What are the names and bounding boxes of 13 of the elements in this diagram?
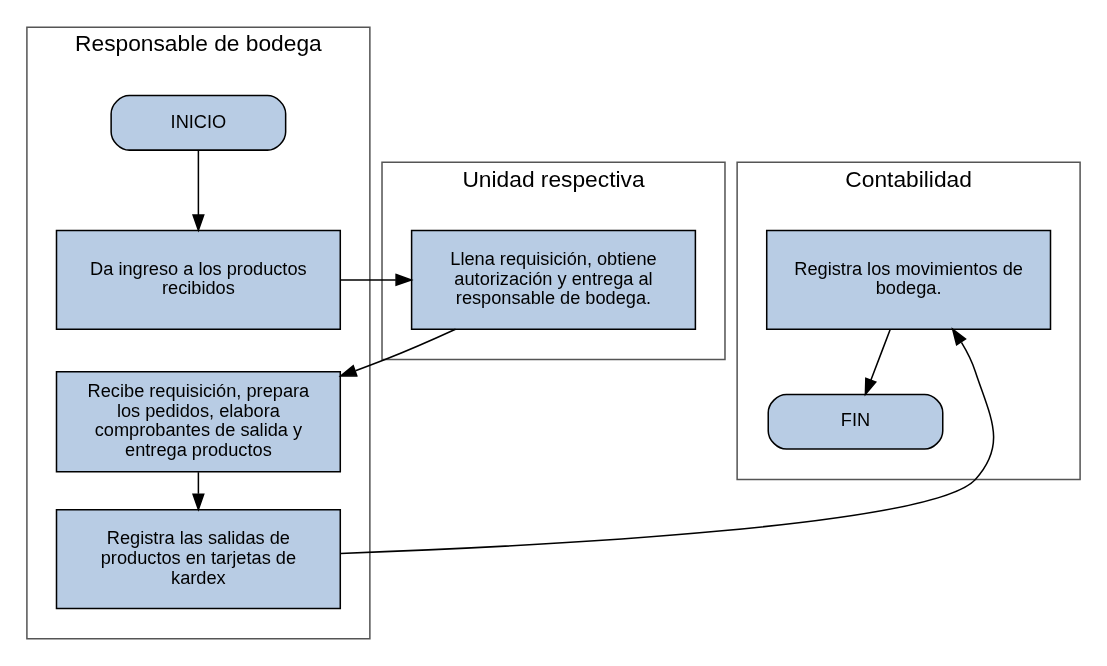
- node-box: Llena requisición, obtiene autorización y entrega al responsable de bodega.: [410, 229, 697, 330]
- arrow: [864, 328, 891, 397]
- node-box: INICIO: [110, 94, 287, 151]
- node-box: Registra los movimientos de bodega.: [765, 229, 1052, 330]
- arrow: [338, 328, 457, 377]
- node-box: Registra las salidas de productos en tarjetas de kardex: [55, 509, 342, 610]
- node-box: Recibe requisición, prepara los pedidos, elabora comprobantes de salida y entrega productos: [55, 370, 342, 473]
- arrow: [339, 327, 995, 555]
- arrow: [192, 149, 205, 233]
- arrow: [192, 471, 205, 512]
- arrow: [339, 273, 414, 287]
- node-box: FIN: [767, 393, 944, 450]
- node-box: Da ingreso a los productos recibidos: [55, 229, 342, 330]
